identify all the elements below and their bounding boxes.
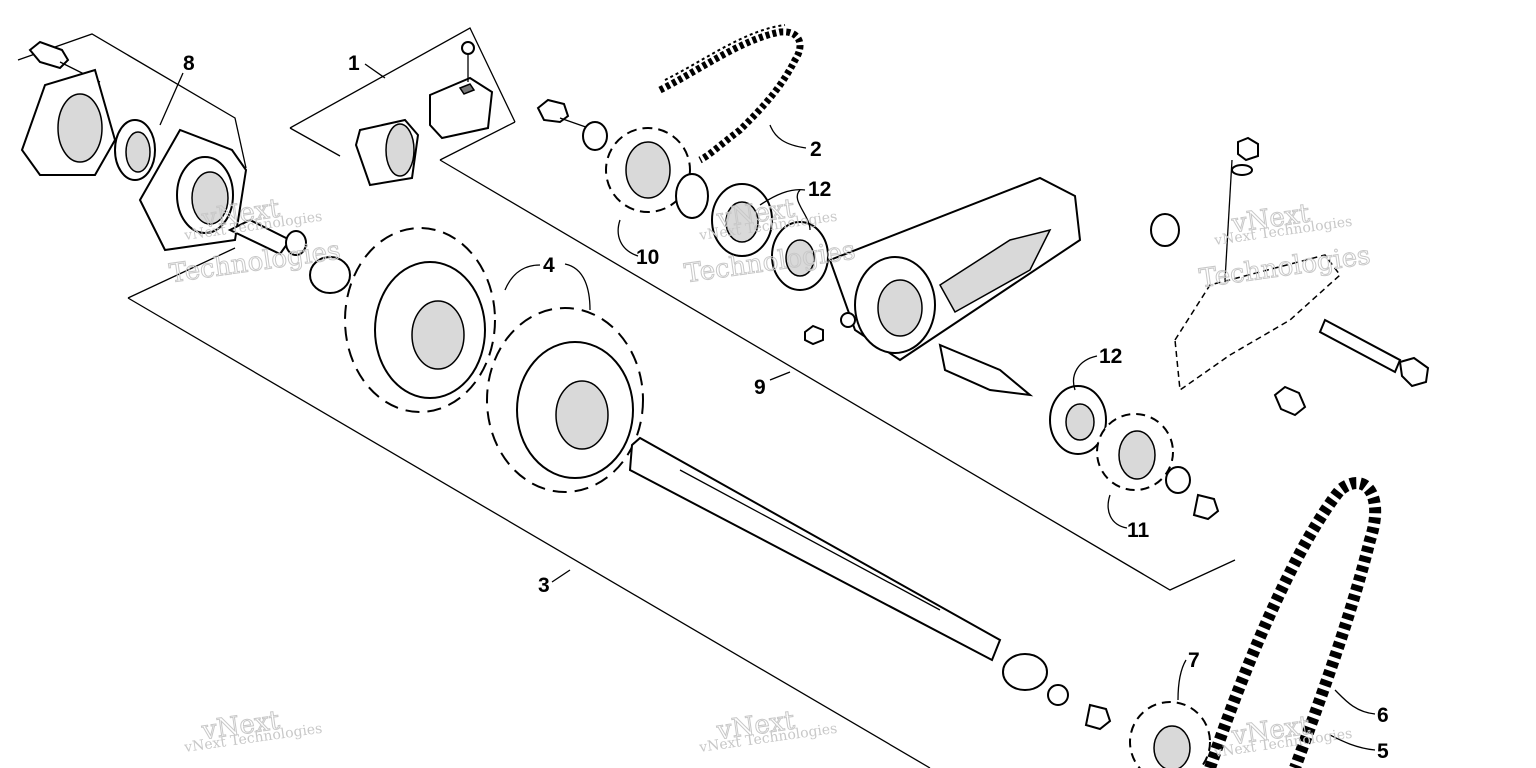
callout-7: 7 bbox=[1188, 649, 1200, 672]
watermark-brand-bottom: Technologies bbox=[683, 236, 858, 290]
callout-labels: 8 1 2 12 10 4 9 12 11 3 7 6 5 bbox=[183, 52, 1389, 763]
group-brackets bbox=[17, 27, 1236, 768]
callout-1: 1 bbox=[348, 52, 360, 75]
leader-lines bbox=[159, 63, 1376, 751]
part-12-lower-bearing bbox=[1049, 385, 1107, 455]
part-6-lower-chain bbox=[1204, 477, 1382, 768]
part-3-main-shaft bbox=[628, 436, 1112, 731]
part-2-upper-chain bbox=[658, 24, 804, 164]
part-7-bottom-sprocket bbox=[1129, 701, 1211, 768]
callout-12-upper: 12 bbox=[808, 178, 831, 201]
part-8-bearing-flange bbox=[20, 40, 307, 256]
part-10-upper-sprocket bbox=[536, 98, 709, 219]
callout-4: 4 bbox=[543, 254, 555, 277]
callout-3: 3 bbox=[538, 574, 550, 597]
tensioner-hardware bbox=[1150, 136, 1430, 417]
callout-2: 2 bbox=[810, 138, 822, 161]
callout-10: 10 bbox=[636, 246, 659, 269]
callout-8: 8 bbox=[183, 52, 195, 75]
part-12-upper-bearings bbox=[711, 183, 829, 291]
part-4-drive-sprockets bbox=[309, 227, 644, 493]
callout-12-lower: 12 bbox=[1099, 345, 1122, 368]
part-1-bushing-block bbox=[354, 41, 494, 187]
callout-5: 5 bbox=[1377, 740, 1389, 763]
callout-11: 11 bbox=[1127, 519, 1150, 542]
callout-6: 6 bbox=[1377, 704, 1389, 727]
part-9-idler-arm bbox=[804, 176, 1082, 397]
watermark-brand-bottom: Technologies bbox=[1198, 241, 1373, 295]
callout-9: 9 bbox=[754, 376, 766, 399]
part-11-lower-sprocket bbox=[1096, 413, 1220, 521]
